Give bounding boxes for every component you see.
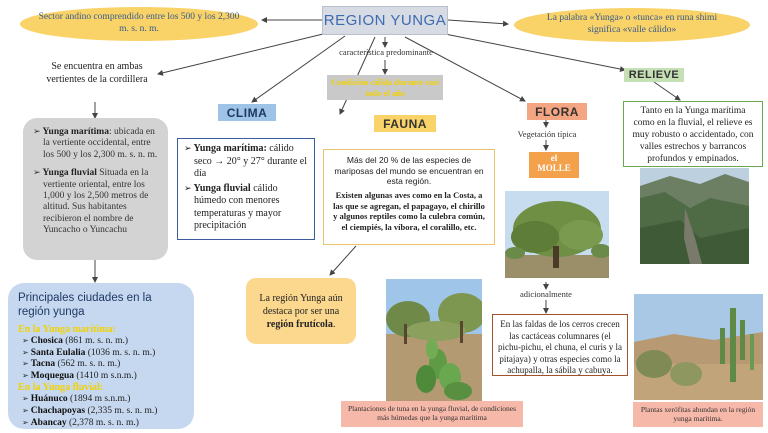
clima-maritima-item: ➢Yunga marítima: cálido seco → 20° y 27°… (184, 143, 307, 179)
location-text: Se encuentra en ambas vertientes de la c… (46, 61, 148, 85)
cities-box: Principales ciudades en la región yunga … (8, 283, 194, 429)
condicion-calida-text: Condición cálida durante casi todo el añ… (331, 77, 439, 98)
arrow-bullet-icon: ➢ (22, 359, 31, 369)
city-item: ➢ Tacna (562 m. s. n. m.) (22, 359, 121, 370)
relieve-text: Tanto en la Yunga marítima como en la fl… (632, 106, 754, 164)
cities-fluvial-head: En la Yunga fluvial: (18, 382, 104, 394)
clima-heading: CLIMA (218, 104, 276, 121)
clima-fluvial-item: ➢Yunga fluvial cálido húmedo con menores… (184, 182, 282, 232)
flora-cactaceas-text: En las faldas de los cerros crecen las c… (498, 319, 622, 376)
cities-maritima-head: En la Yunga marítima: (18, 323, 116, 335)
condicion-calida-box: Condición cálida durante casi todo el añ… (327, 75, 443, 100)
city-item: ➢ Chosica (861 m. s. n. m.) (22, 335, 129, 346)
cities-title: Principales ciudades en la región yunga (18, 292, 152, 319)
fauna-box: Más del 20 % de las especies de mariposa… (323, 149, 495, 245)
arrow-bullet-icon: ➢ (184, 143, 192, 153)
arrow-bullet-icon: ➢ (22, 370, 31, 380)
tuna-cactus-photo (386, 279, 482, 401)
city-item: ➢ Santa Eulalia (1036 m. s. n. m.) (22, 347, 156, 358)
city-item: ➢ Moquegua (1410 m s.n.m.) (22, 370, 137, 381)
fruticola-box: La región Yunga aún destaca por ser una … (246, 278, 356, 344)
yunga-types-box: ➢Yunga marítima: ubicada en la vertiente… (23, 118, 168, 260)
city-item: ➢ Huánuco (1894 m s.n.m.) (22, 394, 131, 405)
arrow-bullet-icon: ➢ (22, 406, 31, 416)
altitude-range-text: Sector andino comprendido entre los 500 … (38, 12, 240, 34)
cities-maritima-list: ➢ Chosica (861 m. s. n. m.)➢ Santa Eulal… (18, 336, 184, 382)
fauna-mariposas-text: Más del 20 % de las especies de mariposa… (334, 155, 484, 187)
fauna-heading: FAUNA (374, 115, 436, 132)
xerofitas-caption: Plantas xerófitas abundan en la región y… (633, 402, 763, 427)
page-title-text: REGION YUNGA (323, 12, 447, 29)
arrow-bullet-icon: ➢ (22, 417, 31, 427)
vegetacion-tipica-label: Vegetación típica (517, 129, 577, 139)
arrow-bullet-icon: ➢ (33, 167, 41, 178)
cities-fluvial-list: ➢ Huánuco (1894 m s.n.m.)➢ Chachapoyas (… (18, 394, 184, 429)
maritima-item: ➢Yunga marítima: ubicada en la vertiente… (33, 126, 158, 160)
fluvial-item: ➢Yunga fluvial Situada en la vertiente o… (33, 167, 149, 236)
arrow-bullet-icon: ➢ (22, 335, 31, 345)
fauna-aves-text: Existen algunas aves como en la Costa, a… (333, 189, 485, 232)
arrow-bullet-icon: ➢ (33, 126, 41, 136)
relieve-heading: RELIEVE (624, 68, 684, 82)
tuna-caption: Plantaciones de tuna en la yunga fluvial… (341, 401, 523, 427)
city-item: ➢ Abancay (2,378 m. s. n. m.) (22, 417, 139, 428)
molle-badge: el MOLLE (529, 152, 579, 178)
relieve-box: Tanto en la Yunga marítima como en la fl… (623, 101, 763, 167)
etymology-oval: La palabra «Yunga» o «tunca» en runa shi… (514, 8, 750, 42)
etymology-text: La palabra «Yunga» o «tunca» en runa shi… (546, 13, 718, 35)
arrow-bullet-icon: ➢ (22, 347, 31, 357)
arrow-bullet-icon: ➢ (22, 394, 31, 404)
valley-photo (640, 168, 749, 264)
arrow-bullet-icon: ➢ (184, 182, 192, 193)
flora-heading: FLORA (527, 103, 587, 120)
molle-tree-photo (505, 191, 609, 278)
altitude-range-oval: Sector andino comprendido entre los 500 … (20, 7, 258, 41)
flora-cactaceas-box: En las faldas de los cerros crecen las c… (492, 314, 628, 376)
city-item: ➢ Chachapoyas (2,335 m. s. n. m.) (22, 406, 158, 417)
xerophyte-photo (634, 294, 763, 400)
caracteristica-label: característica predominante (339, 47, 433, 57)
clima-box: ➢Yunga marítima: cálido seco → 20° y 27°… (177, 138, 315, 240)
adicionalmente-label: adicionalmente (520, 289, 572, 299)
page-title: REGION YUNGA (322, 6, 448, 35)
